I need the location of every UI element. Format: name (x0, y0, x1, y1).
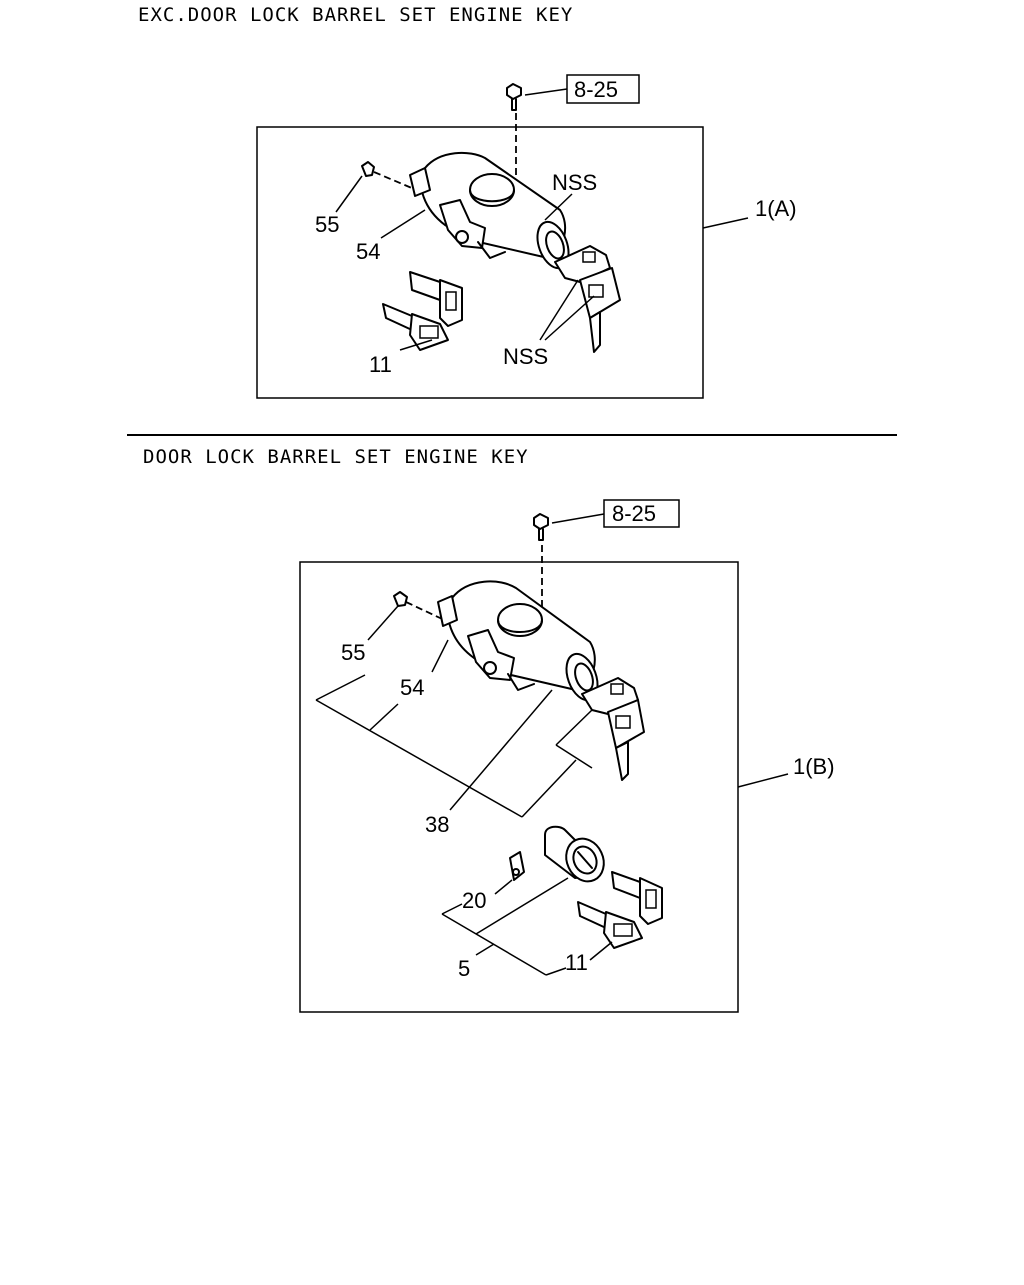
callout-11: 11 (369, 352, 392, 377)
callout-38: 38 (425, 812, 449, 837)
section-b-assembly-label: 1(B) (793, 754, 835, 779)
section-b-ref-box[interactable]: 8-25 (603, 499, 680, 528)
leader-54 (431, 639, 449, 673)
leader-nss-top (544, 193, 573, 221)
leader-55 (335, 175, 363, 213)
screw-icon (393, 591, 408, 607)
leader-20 (494, 879, 513, 895)
callout-20: 20 (462, 888, 486, 913)
section-a-assembly-leader (702, 217, 749, 229)
leader-5 (475, 943, 495, 956)
screw-icon (533, 513, 549, 541)
section-b: DOOR LOCK BARREL SET ENGINE KEY 8-25 1(B… (143, 446, 835, 1013)
leader-11 (589, 941, 613, 961)
callout-nss-bottom: NSS (503, 344, 548, 369)
section-a-ref-leader (524, 88, 568, 96)
leader-55 (367, 605, 399, 641)
bracket-line-g (441, 903, 463, 915)
key-icon (577, 871, 663, 949)
bracket-line-h (545, 967, 567, 976)
key-icon (554, 245, 621, 353)
leader-11 (399, 339, 433, 351)
bracket-line-b (315, 674, 366, 701)
ignition-lock-cylinder-icon (409, 151, 570, 270)
section-a: EXC.DOOR LOCK BARREL SET ENGINE KEY 8-25… (138, 4, 797, 399)
bracket-line-e (555, 709, 593, 746)
section-b-heading: DOOR LOCK BARREL SET ENGINE KEY (143, 446, 529, 468)
leader-54 (380, 209, 426, 239)
section-a-heading: EXC.DOOR LOCK BARREL SET ENGINE KEY (138, 4, 573, 26)
section-b-ref-label: 8-25 (612, 501, 656, 526)
leader-54-to-bracket (369, 703, 399, 731)
door-lock-cylinder-icon (509, 825, 605, 883)
key-icon (581, 677, 645, 781)
bracket-line-a (315, 699, 523, 818)
bracket-line-d (555, 744, 593, 769)
callout-54: 54 (400, 675, 424, 700)
leader-20-to-cylinder (475, 877, 569, 935)
screw-icon (361, 161, 375, 177)
screw-icon (506, 83, 522, 111)
callout-55: 55 (341, 640, 365, 665)
section-a-ref-box[interactable]: 8-25 (566, 74, 640, 104)
leader-nss-bottom-2 (544, 295, 595, 341)
callout-5: 5 (458, 956, 470, 981)
section-b-assembly-leader (737, 773, 789, 788)
leader-38 (449, 689, 553, 811)
bracket-line-c (521, 759, 577, 818)
callout-nss-top: NSS (552, 170, 597, 195)
callout-11: 11 (565, 950, 588, 975)
section-b-ref-leader (551, 513, 605, 524)
leader-nss-bottom-1 (539, 279, 579, 341)
ignition-lock-cylinder-icon (437, 580, 599, 702)
section-a-assembly-label: 1(A) (755, 196, 797, 221)
key-icon (382, 271, 463, 351)
section-a-ref-label: 8-25 (574, 77, 618, 102)
callout-55: 55 (315, 212, 339, 237)
callout-54: 54 (356, 239, 380, 264)
section-a-assembly-frame (256, 126, 704, 399)
